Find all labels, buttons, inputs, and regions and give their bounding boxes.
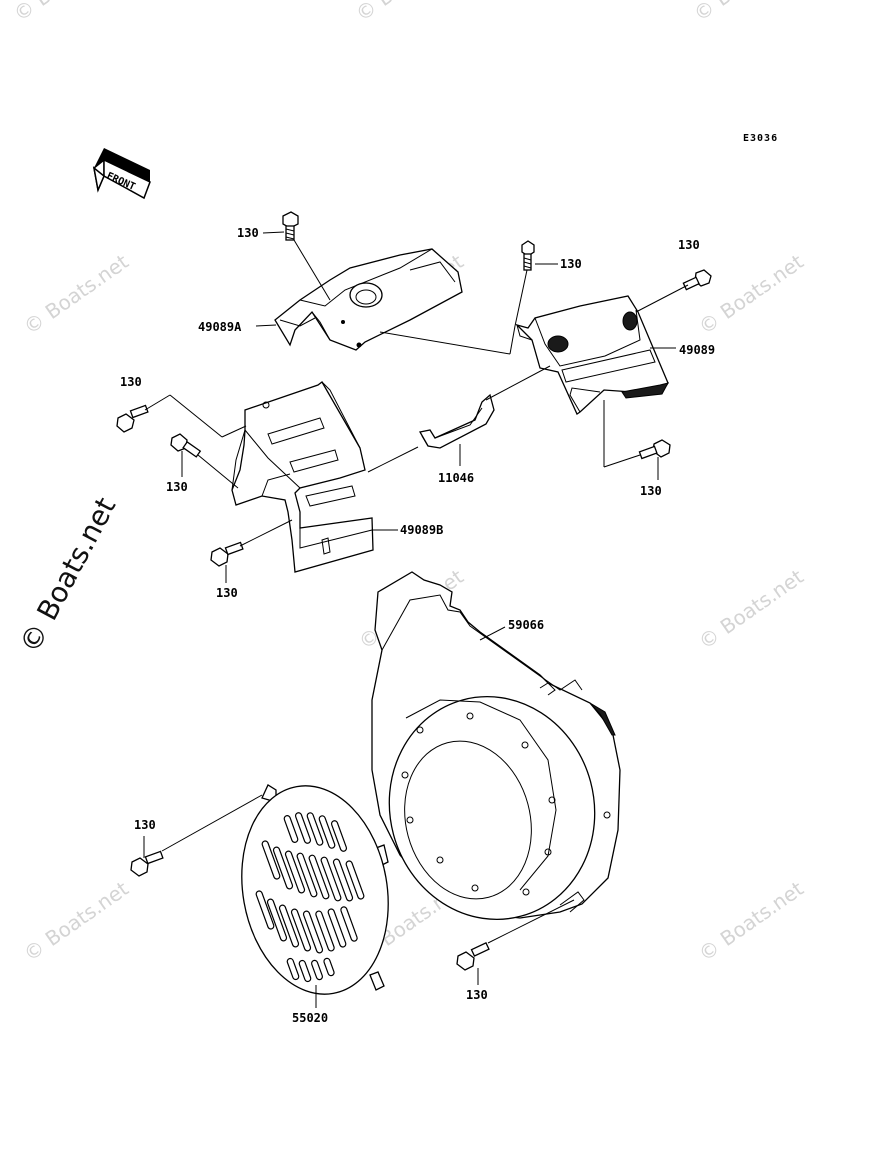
right-cylinder-cover bbox=[514, 295, 669, 415]
left-cylinder-cover bbox=[274, 248, 463, 351]
bolt-icon bbox=[682, 269, 712, 291]
label-bolt-bracket: 130 bbox=[216, 586, 238, 600]
screen-slots bbox=[255, 812, 365, 983]
bolt-icon bbox=[116, 404, 149, 433]
blower-housing bbox=[371, 571, 621, 921]
bolt-icon bbox=[521, 240, 535, 271]
watermark: © Boats.net bbox=[694, 249, 808, 339]
bolt-icon bbox=[638, 439, 671, 460]
label-bolt-right-lower: 130 bbox=[640, 484, 662, 498]
label-cover-right: 49089 bbox=[679, 343, 715, 357]
label-bolt-left-upper: 130 bbox=[120, 375, 142, 389]
diagram-reference-code: E3036 bbox=[743, 133, 778, 144]
label-bolt-top-left: 130 bbox=[237, 226, 259, 240]
middle-cylinder-cover bbox=[231, 381, 374, 573]
side-watermark: © Boats.net bbox=[13, 492, 122, 658]
recoil-screen bbox=[241, 784, 389, 995]
label-bolt-top-middle: 130 bbox=[560, 257, 582, 271]
label-cover-left: 49089A bbox=[198, 320, 242, 334]
bolt-icon bbox=[282, 211, 299, 241]
label-bolt-left-lower: 130 bbox=[166, 480, 188, 494]
label-bolt-top-right: 130 bbox=[678, 238, 700, 252]
label-bolt-screen: 130 bbox=[134, 818, 156, 832]
clamp-bracket bbox=[418, 393, 495, 449]
bolt-icons bbox=[116, 211, 712, 971]
bolt-icon bbox=[170, 433, 202, 458]
label-bolt-housing: 130 bbox=[466, 988, 488, 1002]
bolt-icon bbox=[456, 942, 490, 971]
watermark: © Boats.net bbox=[9, 0, 123, 26]
label-screen: 55020 bbox=[292, 1011, 328, 1025]
label-cover-middle: 49089B bbox=[400, 523, 443, 537]
watermark: © Boats.net bbox=[19, 249, 133, 339]
watermark: © Boats.net bbox=[694, 564, 808, 654]
watermark: © Boats.net bbox=[689, 0, 803, 26]
watermark: © Boats.net bbox=[351, 0, 465, 26]
bolt-icon bbox=[130, 850, 164, 877]
leader-lines bbox=[143, 231, 689, 1008]
bolt-icon bbox=[210, 541, 244, 567]
part-labels: 130 49089A 130 130 49089 130 130 11046 1… bbox=[120, 226, 715, 1025]
watermark: © Boats.net bbox=[19, 876, 133, 966]
label-housing: 59066 bbox=[508, 618, 544, 632]
watermark: © Boats.net bbox=[694, 876, 808, 966]
label-clamp: 11046 bbox=[438, 471, 474, 485]
front-arrow-icon: FRONT bbox=[92, 148, 151, 200]
